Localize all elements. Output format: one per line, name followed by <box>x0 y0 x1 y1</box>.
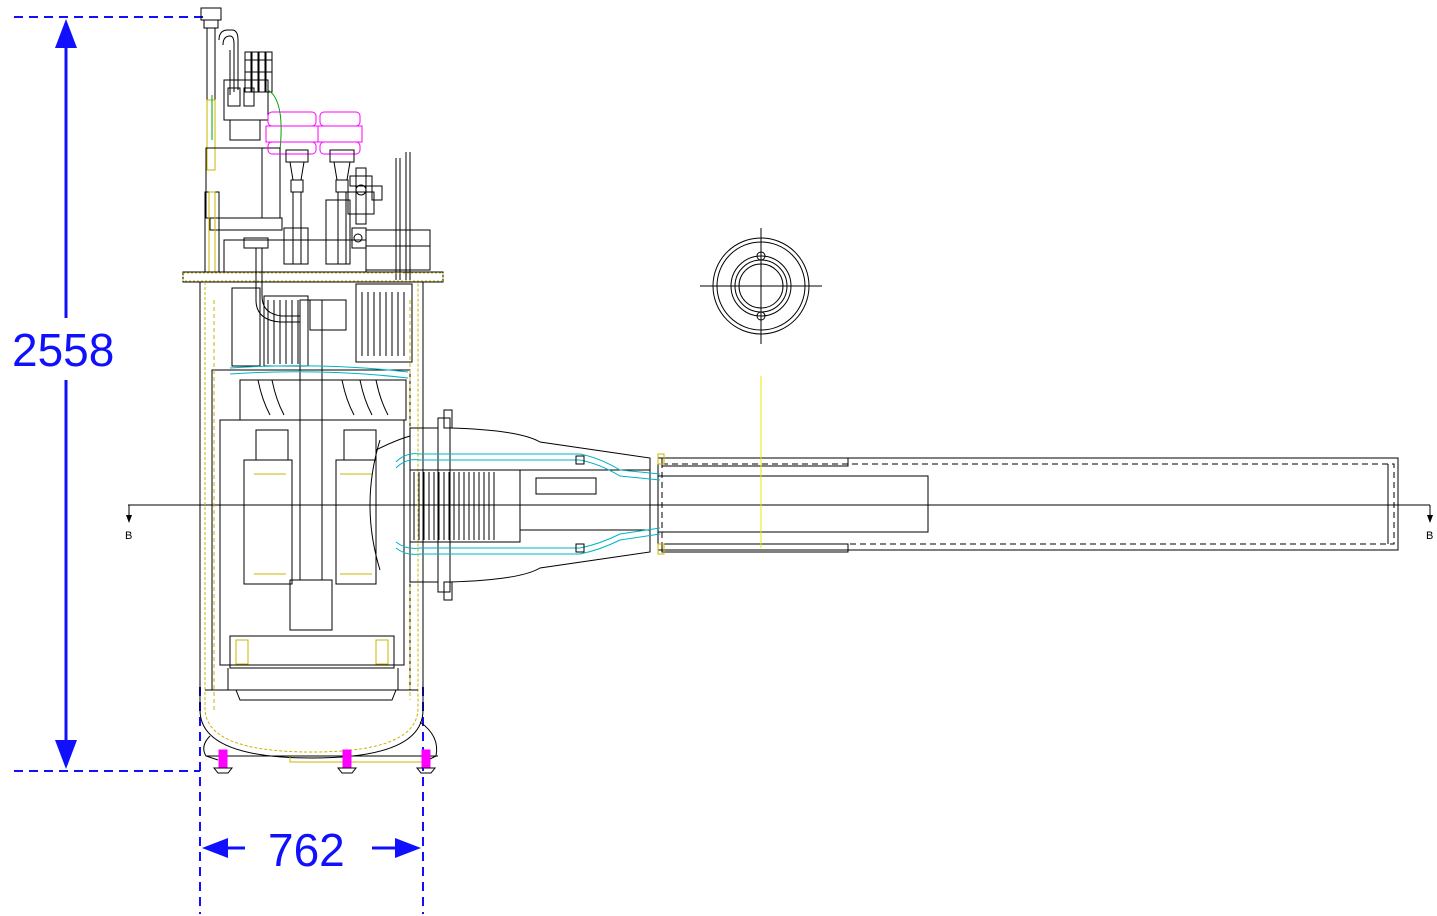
arrow-right-icon <box>395 838 421 858</box>
top-current-leads <box>283 149 431 280</box>
section-arrow-left-icon <box>126 515 132 523</box>
horizontal-bore <box>369 409 1399 601</box>
width-dimension: 762 <box>199 687 424 914</box>
upper-heat-exchanger <box>231 237 413 631</box>
width-value: 762 <box>268 824 345 876</box>
height-dimension: 2558 <box>12 16 205 772</box>
height-value: 2558 <box>12 324 114 376</box>
service-turret <box>200 7 283 273</box>
section-arrow-right-icon <box>1427 515 1433 523</box>
base-supports <box>203 721 438 774</box>
section-line-b: B B <box>125 504 1433 542</box>
arrow-up-icon <box>55 19 77 48</box>
flange-end-view <box>700 228 822 344</box>
section-label-left: B <box>125 530 132 542</box>
magenta-clamps <box>265 111 363 155</box>
arrow-left-icon <box>202 838 228 858</box>
magnet-coil <box>227 379 407 701</box>
coolant-band <box>229 365 409 379</box>
section-label-right: B <box>1426 530 1433 542</box>
bore-coolant-lines <box>395 453 665 555</box>
arrow-down-icon <box>55 740 77 769</box>
